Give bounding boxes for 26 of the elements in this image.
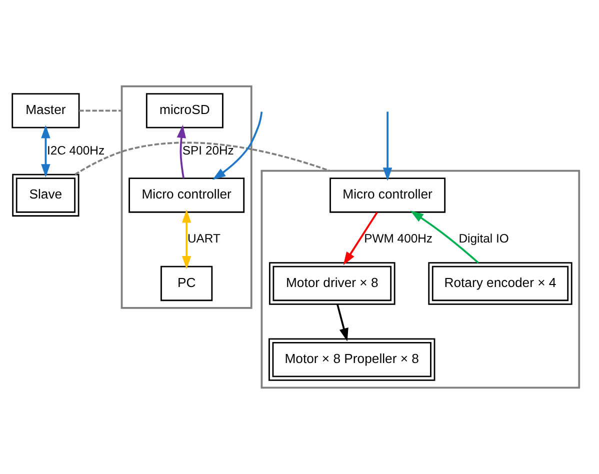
arrow xyxy=(382,112,392,181)
node-box: PC xyxy=(160,266,213,302)
node-box: Motor × 8 Propeller × 8 xyxy=(268,338,436,381)
node-box: Micro controller xyxy=(128,178,245,213)
node-box: Slave xyxy=(12,174,80,217)
edge-label: I2C 400Hz xyxy=(46,143,105,158)
arrow xyxy=(336,304,348,342)
connector xyxy=(74,142,330,176)
arrow xyxy=(176,124,186,178)
connector xyxy=(79,110,122,112)
arrow xyxy=(41,125,50,178)
cluster xyxy=(120,85,252,309)
node-box: Motor driver × 8 xyxy=(268,262,396,305)
arrow xyxy=(212,112,263,180)
edge-label: PWM 400Hz xyxy=(364,232,433,246)
node-box: Master xyxy=(12,93,80,128)
edge-label: UART xyxy=(187,232,220,246)
node-box: Micro controller xyxy=(330,178,446,213)
arrow xyxy=(410,210,479,264)
node-box: microSD xyxy=(146,93,224,128)
edge-label: SPI 20Hz xyxy=(182,143,234,158)
arrow xyxy=(343,212,378,266)
node-box: Rotary encoder × 4 xyxy=(428,262,572,305)
cluster xyxy=(260,170,580,389)
edge-label: Digital IO xyxy=(458,232,509,246)
arrow xyxy=(182,210,192,270)
